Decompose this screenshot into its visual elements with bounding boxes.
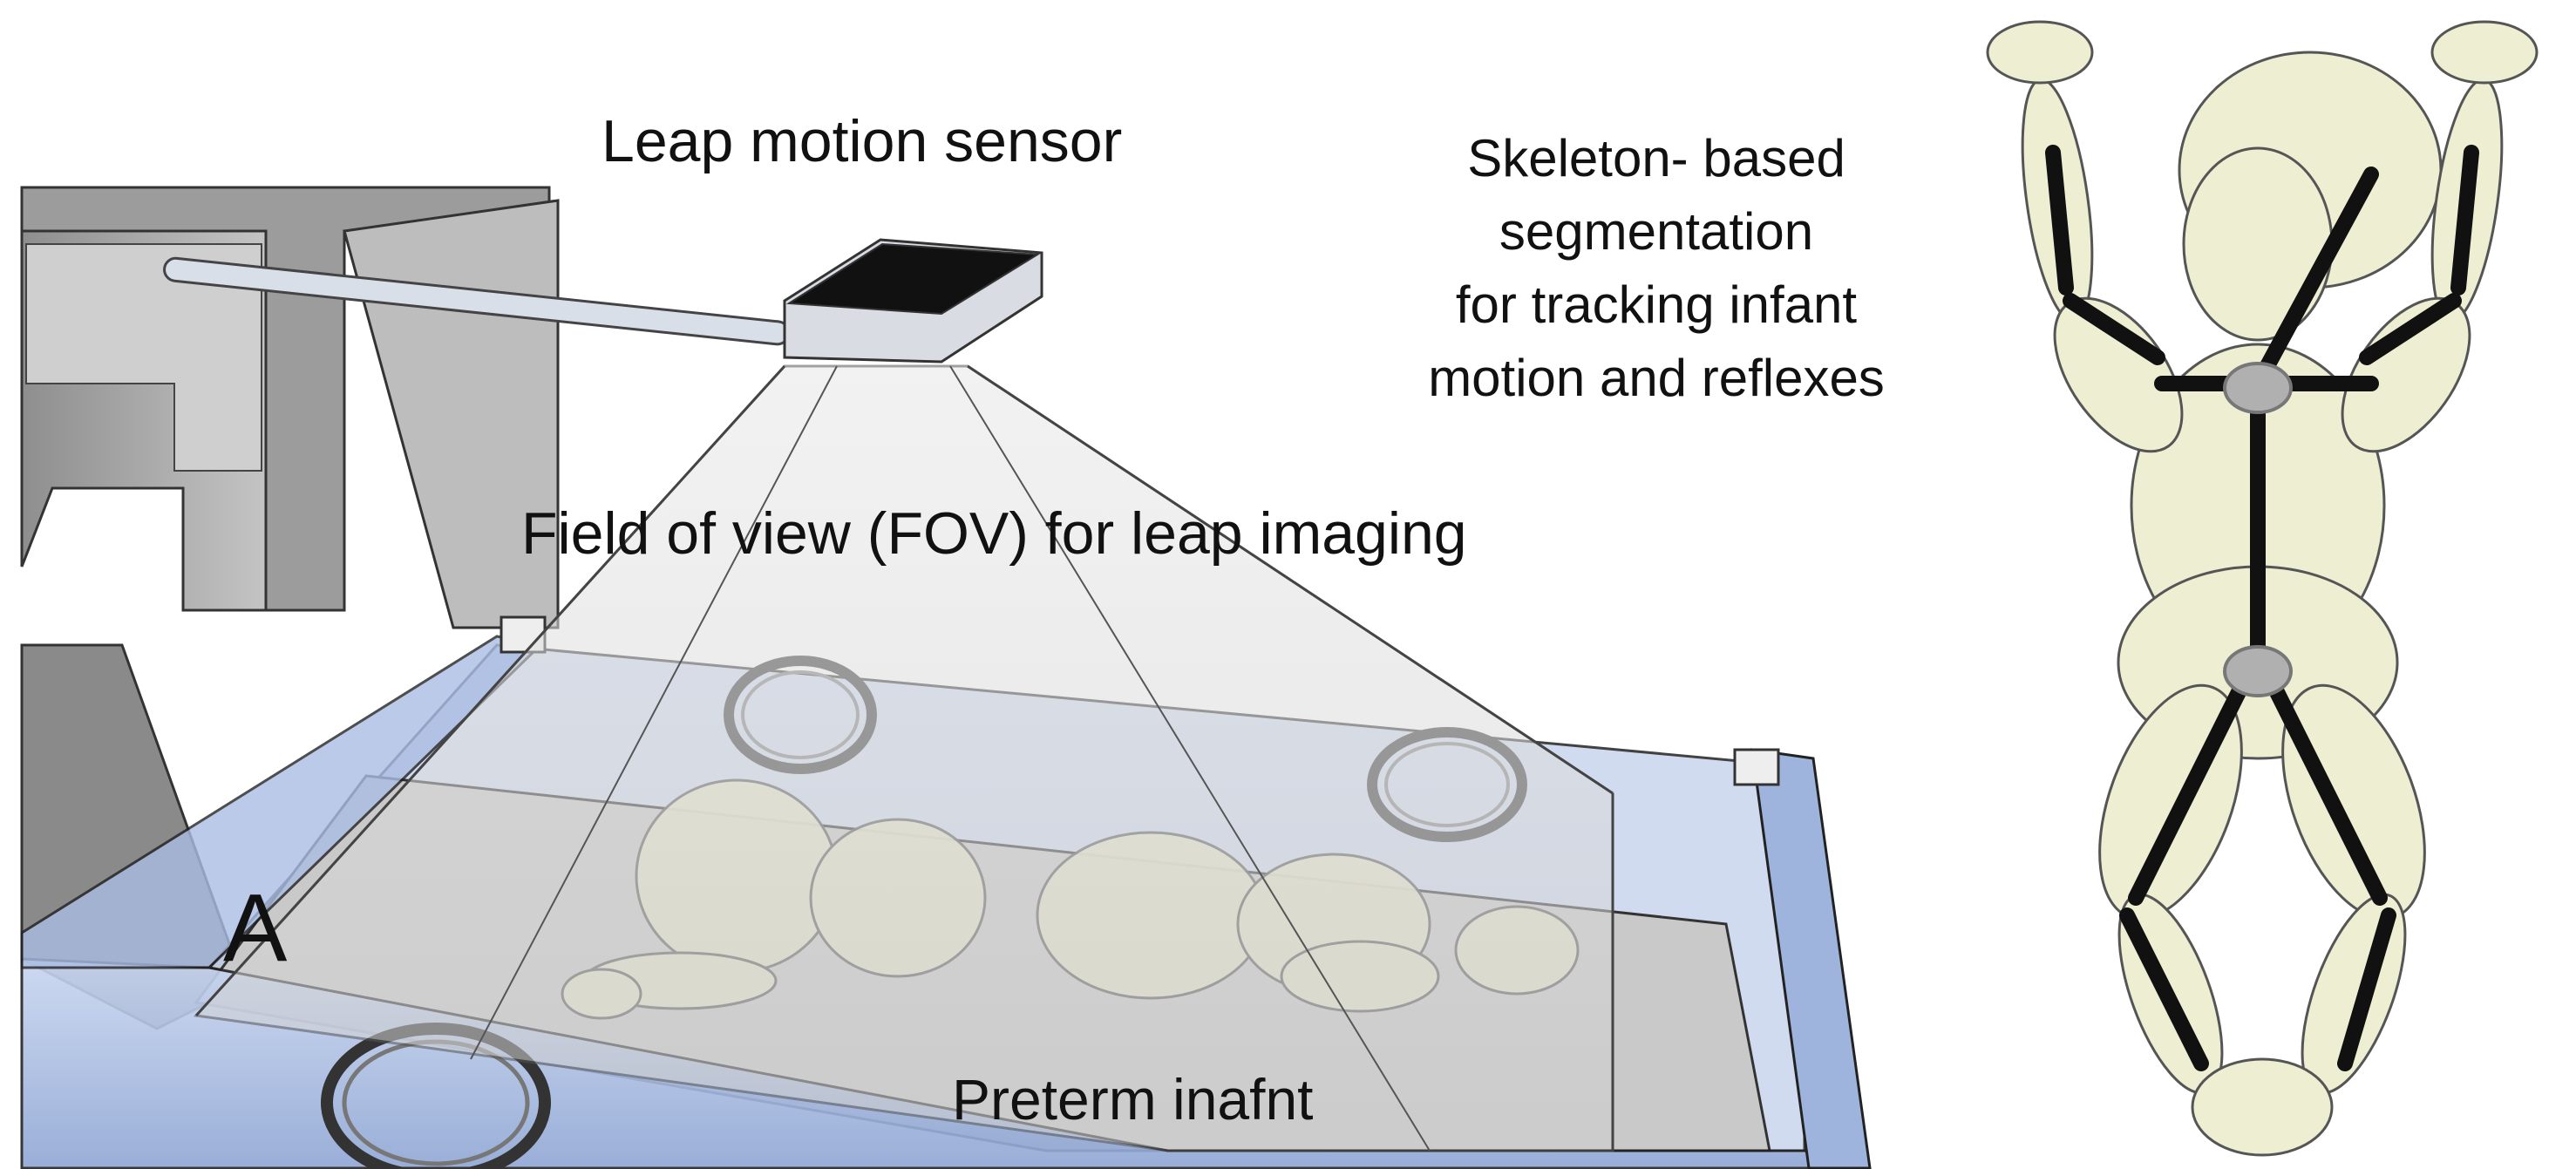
incubator-stand xyxy=(20,186,560,1030)
skeleton-label-line-1: Skeleton- based xyxy=(1467,129,1845,187)
panel-letter: A xyxy=(223,874,288,982)
label-field-of-view: Field of view (FOV) for leap imaging xyxy=(521,500,1467,567)
label-skeleton-segmentation: Skeleton- based segmentation for trackin… xyxy=(1360,122,1953,415)
label-preterm-infant: Preterm inafnt xyxy=(952,1067,1314,1132)
skeleton-bones xyxy=(2045,145,2479,1071)
leap-motion-sensor xyxy=(783,238,1043,364)
skeleton-joints xyxy=(2223,362,2293,697)
fov-pyramid xyxy=(193,364,1614,1152)
skeleton-label-line-4: motion and reflexes xyxy=(1428,349,1885,407)
skeleton-label-line-2: segmentation xyxy=(1499,202,1814,261)
incubator-left-wall xyxy=(20,635,544,969)
incubator-right-wall xyxy=(1750,748,1872,1169)
label-leap-motion-sensor: Leap motion sensor xyxy=(602,108,1123,174)
corner-clip-right xyxy=(1733,748,1780,786)
infant-skeleton-figure xyxy=(1986,20,2539,1157)
skeleton-label-line-3: for tracking infant xyxy=(1455,275,1858,334)
